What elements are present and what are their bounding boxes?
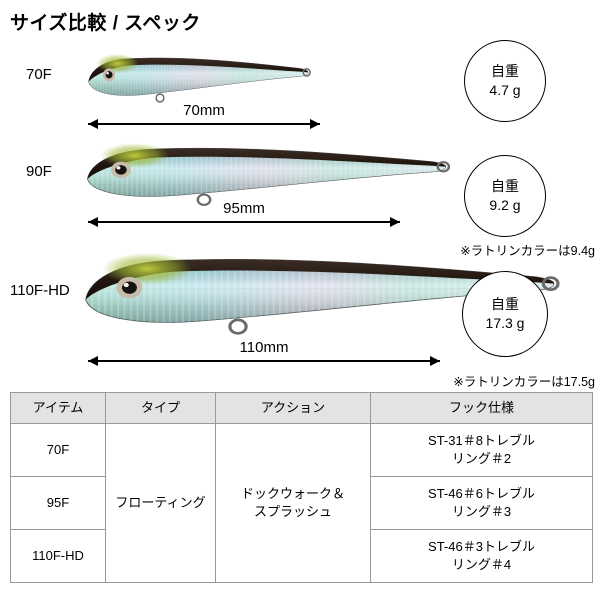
- weight-value: 17.3 g: [485, 315, 525, 331]
- dimension-arrow-icon: [88, 118, 320, 129]
- lure-label-90f: 90F: [26, 163, 52, 180]
- weight-value: 4.7 g: [489, 82, 521, 98]
- hook-cell-70f: ST-31＃8トレブル リング＃2: [370, 423, 593, 477]
- page-title: サイズ比較 / スペック: [10, 13, 201, 34]
- item-cell-110f-hd: 110F-HD: [10, 529, 106, 583]
- item-cell-70f: 70F: [10, 423, 106, 477]
- action-cell: ドックウォーク＆ スプラッシュ: [215, 423, 371, 583]
- weight-label: 自重: [491, 178, 519, 195]
- weight-circle-90f: 自重 9.2 g: [464, 155, 546, 237]
- hook-cell-110f-hd: ST-46＃3トレブル リング＃4: [370, 529, 593, 583]
- spec-table: アイテム タイプ アクション フック仕様 70F フローティング ドックウォーク…: [10, 392, 593, 583]
- dimension-arrow-icon: [88, 216, 400, 227]
- col-header-type: タイプ: [105, 392, 216, 424]
- dimension-label-110mm: 110mm: [239, 339, 289, 356]
- col-header-hook: フック仕様: [370, 392, 593, 424]
- item-cell-95f: 95F: [10, 476, 106, 530]
- weight-circle-70f: 自重 4.7 g: [464, 40, 546, 122]
- dimension-label-70mm: 70mm: [183, 102, 225, 119]
- type-cell: フローティング: [105, 423, 216, 583]
- table-row: 95F ST-46＃6トレブル リング＃3: [10, 476, 593, 530]
- dimension-70f: 70mm: [88, 102, 320, 129]
- weight-circle-110f-hd: 自重 17.3 g: [462, 271, 548, 357]
- lure-image-70f: [87, 53, 311, 103]
- lure-label-70f: 70F: [26, 66, 52, 83]
- weight-label: 自重: [491, 296, 519, 313]
- lure-image-90f: [86, 141, 451, 207]
- weight-value: 9.2 g: [489, 197, 521, 213]
- weight-label: 自重: [491, 63, 519, 80]
- spec-table-header-row: アイテム タイプ アクション フック仕様: [10, 392, 593, 424]
- lure-label-110f-hd: 110F-HD: [10, 282, 70, 299]
- dimension-label-95mm: 95mm: [223, 200, 265, 217]
- col-header-item: アイテム: [10, 392, 106, 424]
- table-row: 70F フローティング ドックウォーク＆ スプラッシュ ST-31＃8トレブル …: [10, 423, 593, 583]
- dimension-90f: 95mm: [88, 200, 400, 227]
- table-row: 110F-HD ST-46＃3トレブル リング＃4: [10, 529, 593, 583]
- dimension-arrow-icon: [88, 355, 440, 366]
- col-header-action: アクション: [215, 392, 371, 424]
- rattlin-note-90f: ※ラトリンカラーは9.4g: [460, 244, 595, 258]
- rattlin-note-110f-hd: ※ラトリンカラーは17.5g: [453, 375, 595, 389]
- hook-cell-95f: ST-46＃6トレブル リング＃3: [370, 476, 593, 530]
- dimension-110f-hd: 110mm: [88, 339, 440, 366]
